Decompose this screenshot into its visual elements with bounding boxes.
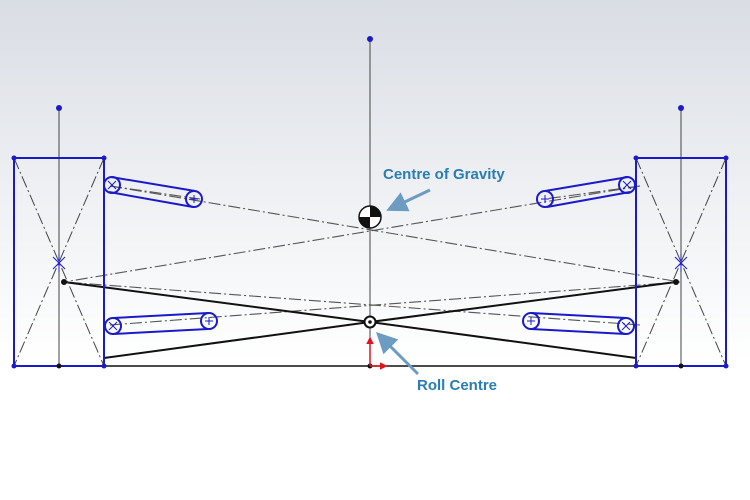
vertical-centre-lines (58, 40, 682, 366)
centre-of-gravity-callout (386, 188, 431, 212)
coordinate-axes-icon (366, 336, 388, 370)
centre-of-gravity-label: Centre of Gravity (383, 166, 505, 183)
left-wheel-diagonals (13, 157, 105, 367)
roll-centre-label: Roll Centre (417, 377, 498, 394)
left-lower-arm (104, 312, 218, 335)
centre-of-gravity-icon (358, 205, 382, 229)
arm-pivot-marks (107, 180, 632, 331)
right-wheel-corners (633, 155, 729, 369)
callout-arrows (376, 188, 431, 376)
roll-centre-callout (376, 332, 420, 376)
right-wheel-diagonals (635, 157, 727, 367)
right-wheel-hub-icon (674, 254, 688, 272)
left-wheel-corners (11, 155, 107, 369)
suspension-arms (103, 176, 636, 335)
left-upper-arm (103, 176, 203, 208)
roll-centre-lines (63, 281, 677, 359)
right-lower-arm (522, 312, 635, 335)
left-wheel-hub-icon (52, 254, 66, 272)
vertical-line-endpoints (56, 36, 684, 111)
right-upper-arm (536, 176, 636, 208)
roll-centre-icon (363, 315, 377, 329)
